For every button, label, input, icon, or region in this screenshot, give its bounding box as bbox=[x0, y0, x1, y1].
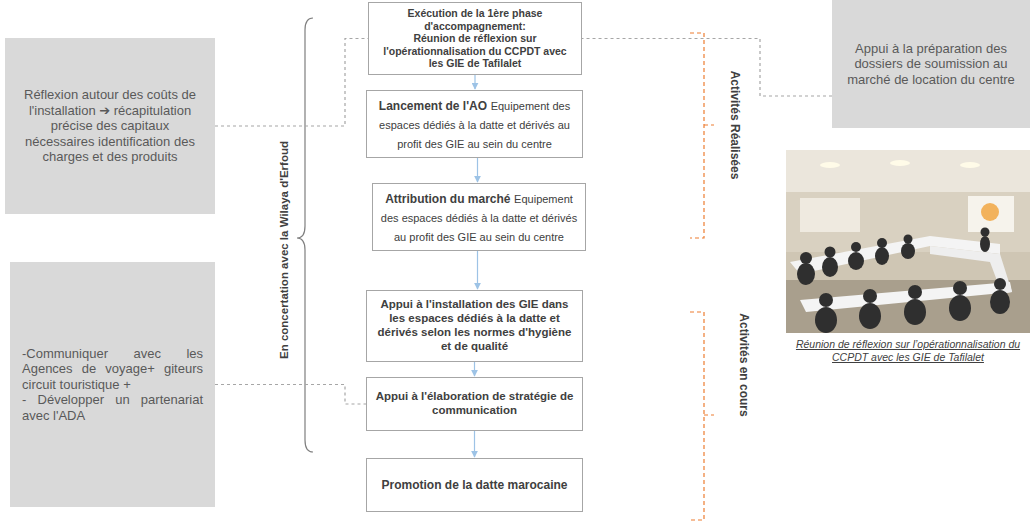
meeting-photo-part-part bbox=[994, 278, 1006, 290]
meeting-photo-part-part bbox=[901, 243, 915, 259]
flow-arrow bbox=[474, 431, 475, 457]
meeting-photo-part-part bbox=[815, 307, 837, 333]
activity-bracket-part bbox=[704, 414, 714, 415]
concertation-brace-part bbox=[297, 18, 313, 452]
meeting-photo-part bbox=[786, 150, 1030, 333]
meeting-photo-part-part bbox=[822, 257, 838, 277]
meeting-photo-part-part bbox=[953, 281, 967, 295]
photo-caption: Réunion de réflexion sur l’opérationnali… bbox=[786, 338, 1030, 364]
dashed-connector bbox=[215, 38, 368, 126]
meeting-photo-part-part bbox=[980, 236, 990, 252]
text-block: -Communiquer avec les Agences de voyage+… bbox=[22, 346, 203, 424]
note-box: Appui à la préparation des dossiers de s… bbox=[832, 0, 1030, 128]
box-text: Réflexion autour des coûts de l'installa… bbox=[17, 87, 203, 165]
phase-label: Activités Réalisées bbox=[728, 68, 742, 183]
box-text: Appui à l'installation des GIE dans les … bbox=[373, 298, 576, 353]
box-text: - Développer un partenariat avec l'ADA bbox=[22, 392, 203, 423]
flow-arrow bbox=[474, 362, 475, 376]
meeting-photo-part-part bbox=[819, 293, 833, 307]
dashed-connector bbox=[582, 38, 832, 96]
box-heading: Attribution du marché bbox=[385, 192, 510, 206]
box-text: Promotion de la datte marocaine bbox=[373, 478, 576, 492]
text-block: Exécution de la 1ère phase d'accompagnem… bbox=[375, 7, 575, 70]
meeting-photo-part bbox=[930, 246, 1012, 294]
box-text: Exécution de la 1ère phase d'accompagnem… bbox=[375, 7, 575, 32]
meeting-photo-part-part bbox=[990, 290, 1010, 314]
meeting-photo-part-part bbox=[800, 252, 812, 264]
activity-bracket-part bbox=[690, 312, 704, 520]
meeting-photo-part-part bbox=[904, 235, 913, 244]
meeting-photo-part-part bbox=[848, 252, 864, 270]
meeting-photo-part-part bbox=[949, 295, 971, 321]
concertation-brace bbox=[297, 18, 313, 452]
text-block: Appui à l'installation des GIE dans les … bbox=[373, 298, 576, 353]
text-block: Réflexion autour des coûts de l'installa… bbox=[17, 87, 203, 165]
box-text: Réunion de réflexion sur l'opérationnali… bbox=[375, 32, 575, 70]
meeting-photo-part-part bbox=[908, 285, 922, 299]
meeting-photo bbox=[786, 150, 1030, 333]
meeting-photo-part bbox=[968, 196, 1014, 232]
meeting-photo-part bbox=[786, 150, 1030, 192]
text-block: Appui à l'élaboration de stratégie de co… bbox=[373, 390, 576, 418]
process-box: Lancement de l'AOEquipement des espaces … bbox=[366, 90, 583, 158]
note-box: -Communiquer avec les Agences de voyage+… bbox=[10, 262, 215, 507]
meeting-photo-part bbox=[820, 162, 840, 168]
dashed-connector bbox=[215, 385, 366, 405]
box-text: -Communiquer avec les Agences de voyage+… bbox=[22, 346, 203, 393]
meeting-photo-part-part bbox=[825, 247, 836, 258]
flow-arrow bbox=[474, 75, 475, 89]
process-box: Attribution du marchéEquipement des espa… bbox=[372, 183, 586, 251]
meeting-photo-part-part bbox=[904, 299, 926, 325]
meeting-photo-part bbox=[981, 203, 999, 221]
meeting-photo-part bbox=[797, 228, 1010, 334]
box-heading: Lancement de l'AO bbox=[379, 99, 487, 113]
activity-bracket-part bbox=[704, 124, 714, 125]
meeting-photo-part bbox=[890, 160, 910, 166]
process-box: Appui à l'élaboration de stratégie de co… bbox=[366, 377, 583, 431]
box-text: Appui à la préparation des dossiers de s… bbox=[844, 41, 1018, 88]
phase-label: Activités en cours bbox=[737, 310, 751, 419]
meeting-photo-part-part bbox=[859, 303, 881, 329]
process-box: Appui à l'installation des GIE dans les … bbox=[366, 290, 583, 362]
meeting-photo-part bbox=[960, 162, 980, 168]
process-box: Promotion de la datte marocaine bbox=[366, 458, 583, 512]
meeting-photo-part-part bbox=[877, 238, 887, 248]
meeting-photo-part-part bbox=[851, 242, 861, 252]
meeting-photo-part-part bbox=[863, 289, 877, 303]
activity-bracket bbox=[690, 33, 714, 520]
text-block: Appui à la préparation des dossiers de s… bbox=[844, 41, 1018, 88]
note-box: Réflexion autour des coûts de l'installa… bbox=[5, 38, 215, 214]
flow-arrow bbox=[477, 251, 478, 289]
text-block: Lancement de l'AOEquipement des espaces … bbox=[373, 95, 576, 153]
meeting-photo-part bbox=[800, 198, 860, 232]
process-box: Exécution de la 1ère phase d'accompagnem… bbox=[368, 2, 582, 75]
meeting-photo-part-part bbox=[797, 263, 815, 285]
box-text: Appui à l'élaboration de stratégie de co… bbox=[373, 390, 576, 418]
flow-arrow bbox=[477, 158, 478, 182]
side-label: En concertation avec la Wilaya d'Erfoud bbox=[278, 138, 290, 362]
meeting-photo-part-part bbox=[875, 247, 889, 265]
text-block: Promotion de la datte marocaine bbox=[373, 478, 576, 492]
activity-bracket-part bbox=[690, 33, 704, 238]
meeting-photo-part-part bbox=[981, 228, 990, 237]
meeting-photo-part bbox=[786, 280, 1030, 333]
text-block: Attribution du marchéEquipement des espa… bbox=[379, 188, 579, 246]
